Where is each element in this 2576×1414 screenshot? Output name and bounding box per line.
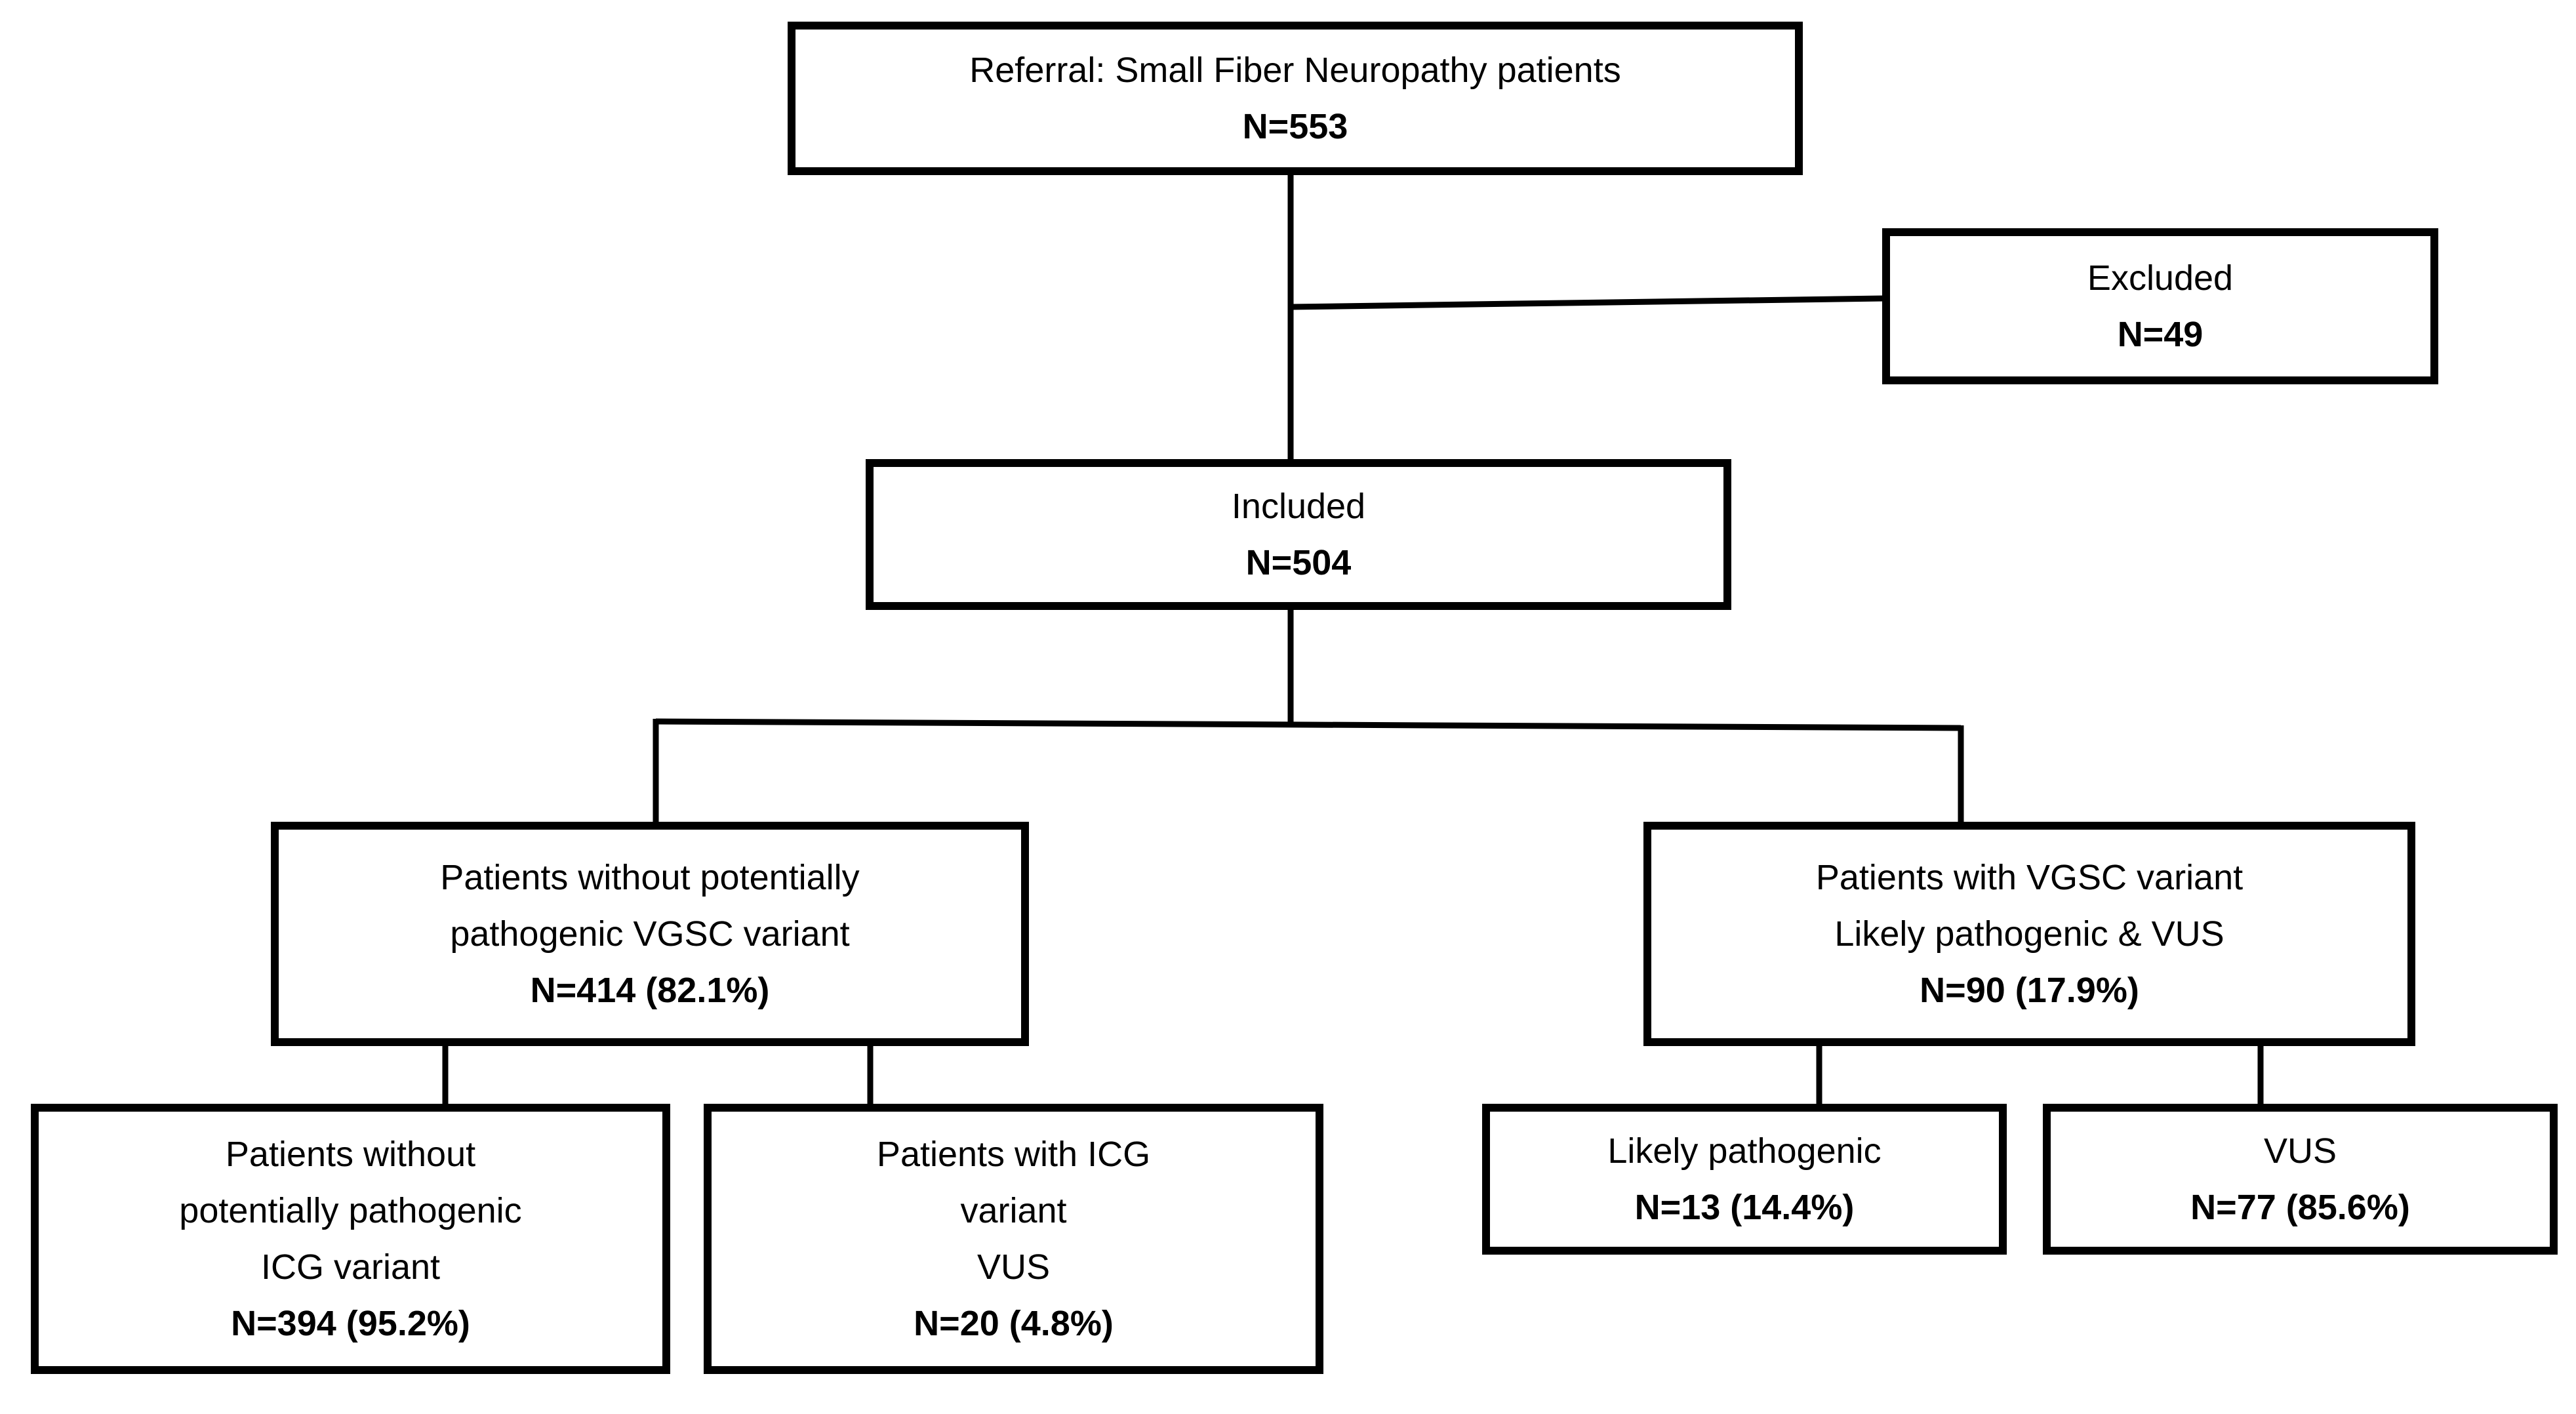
connector-branch-crossbar [655, 718, 1962, 731]
box-with-vgsc-count: N=90 (17.9%) [1920, 971, 2139, 1010]
box-referral-count: N=553 [1242, 107, 1348, 146]
box-excluded: Excluded N=49 [1882, 228, 2438, 384]
box-without-vgsc-label-line1: Patients without potentially [440, 858, 860, 897]
box-without-vgsc-count: N=414 (82.1%) [530, 971, 770, 1010]
box-without-vgsc-label-line2: pathogenic VGSC variant [450, 914, 850, 954]
box-without-icg-label-line1: Patients without [225, 1135, 476, 1174]
box-vus-label: VUS [2263, 1131, 2337, 1171]
box-with-icg-label-line3: VUS [976, 1247, 1051, 1287]
box-without-icg-label-line3: ICG variant [260, 1247, 441, 1287]
box-without-icg-label-line2: potentially pathogenic [179, 1191, 522, 1230]
box-included-label: Included [1231, 487, 1366, 526]
box-referral-label: Referral: Small Fiber Neuropathy patient… [969, 51, 1621, 90]
box-referral: Referral: Small Fiber Neuropathy patient… [788, 22, 1803, 175]
box-without-icg: Patients without potentially pathogenic … [31, 1104, 670, 1374]
box-likely-pathogenic-label: Likely pathogenic [1607, 1131, 1882, 1171]
box-likely-pathogenic: Likely pathogenic N=13 (14.4%) [1482, 1104, 2007, 1255]
box-without-vgsc: Patients without potentially pathogenic … [271, 822, 1029, 1046]
box-without-icg-count: N=394 (95.2%) [231, 1304, 470, 1343]
box-with-icg-count: N=20 (4.8%) [914, 1304, 1114, 1343]
box-excluded-count: N=49 [2117, 315, 2204, 354]
box-vus: VUS N=77 (85.6%) [2043, 1104, 2558, 1255]
box-with-vgsc-label-line2: Likely pathogenic & VUS [1834, 914, 2224, 954]
box-with-icg: Patients with ICG variant VUS N=20 (4.8%… [704, 1104, 1323, 1374]
box-excluded-label: Excluded [2087, 258, 2234, 298]
box-included-count: N=504 [1245, 543, 1352, 582]
box-with-vgsc: Patients with VGSC variant Likely pathog… [1643, 822, 2415, 1046]
box-with-vgsc-label-line1: Patients with VGSC variant [1815, 858, 2244, 897]
connector-excluded-branch [1290, 295, 1884, 310]
box-included: Included N=504 [866, 459, 1731, 610]
box-likely-pathogenic-count: N=13 (14.4%) [1634, 1188, 1855, 1227]
box-with-icg-label-line2: variant [960, 1191, 1067, 1230]
box-vus-count: N=77 (85.6%) [2190, 1188, 2410, 1227]
box-with-icg-label-line1: Patients with ICG [876, 1135, 1151, 1174]
